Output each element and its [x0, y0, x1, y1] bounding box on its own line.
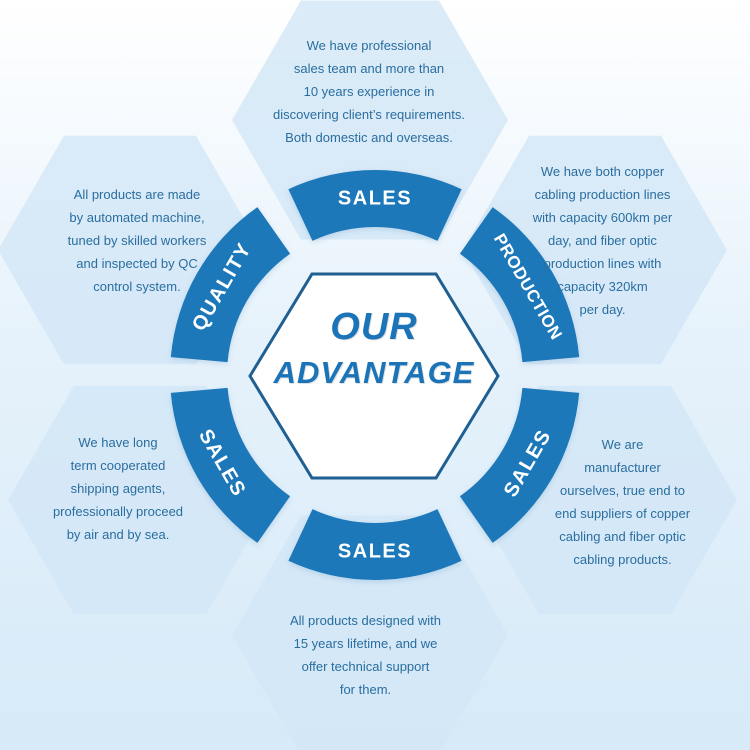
hexagon-panel-bottom — [232, 515, 508, 750]
panel-text-line: We have both copper — [540, 164, 665, 179]
panel-text-line: by air and by sea. — [66, 527, 170, 542]
panel-text-line: with capacity 600km per — [532, 210, 673, 225]
panel-text-line: by automated machine, — [69, 210, 205, 225]
panel-text-line: for them. — [339, 682, 392, 697]
panel-text-line: and inspected by QC — [76, 256, 198, 271]
panel-text-line: We have long — [78, 435, 158, 450]
panel-text-bottom: All products designed with 15 years lifet… — [253, 609, 478, 701]
panel-text-line: We have professional — [306, 38, 432, 53]
panel-text-line: manufacturer — [584, 460, 661, 475]
ring-segment-lower-left — [170, 387, 291, 543]
panel-text-line: ourselves, true end to — [559, 483, 686, 498]
panel-text-line: professionally proceed — [52, 504, 184, 519]
panel-text-line: end suppliers of copper — [554, 506, 691, 521]
center-title-line2: ADVANTAGE — [273, 355, 475, 390]
panel-text-line: term cooperated — [70, 458, 166, 473]
panel-text-line: cabling production lines — [534, 187, 671, 202]
panel-text-line: cabling products. — [573, 552, 672, 567]
panel-text-line: 15 years lifetime, and we — [293, 636, 438, 651]
ring-segment-lower-right — [459, 387, 580, 543]
panel-text-line: per day. — [579, 302, 626, 317]
panel-text-line: capacity 320km — [557, 279, 648, 294]
ring-segment-upper-left — [170, 207, 291, 363]
panel-text-line: tuned by skilled workers — [67, 233, 207, 248]
panel-text-line: sales team and more than — [293, 61, 445, 76]
panel-text-line: Both domestic and overseas. — [285, 130, 453, 145]
panel-text-line: All products designed with — [289, 613, 442, 628]
panel-text-line: cabling and fiber optic — [559, 529, 686, 544]
segment-label-top: SALES — [338, 188, 412, 210]
panel-text-line: discovering client’s requirements. — [273, 107, 465, 122]
segment-label-bottom: SALES — [338, 541, 412, 563]
center-hexagon — [248, 272, 500, 480]
ring-segment-upper-right — [459, 207, 580, 363]
panel-text-top: We have professional sales team and more … — [244, 34, 494, 149]
panel-text-lower-left: We have long term cooperated shipping agen… — [28, 431, 208, 546]
panel-text-line: day, and fiber optic — [548, 233, 657, 248]
panel-text-line: control system. — [93, 279, 181, 294]
panel-text-line: production lines with — [543, 256, 662, 271]
center-title-line1: OUR — [330, 306, 418, 348]
panel-text-lower-right: We are manufacturer ourselves, true end to… — [535, 433, 710, 571]
panel-text-upper-left: All products are made by automated machin… — [37, 183, 237, 298]
hexagon-panel-top — [232, 0, 508, 240]
panel-text-line: offer technical support — [301, 659, 430, 674]
panel-text-line: shipping agents, — [70, 481, 166, 496]
panel-text-line: 10 years experience in — [303, 84, 435, 99]
ring-segment-top — [288, 170, 462, 241]
panel-text-line: All products are made — [73, 187, 201, 202]
panel-text-upper-right: We have both copper cabling production li… — [500, 160, 705, 321]
panel-text-line: We are — [601, 437, 644, 452]
ring-segment-bottom — [288, 509, 462, 580]
